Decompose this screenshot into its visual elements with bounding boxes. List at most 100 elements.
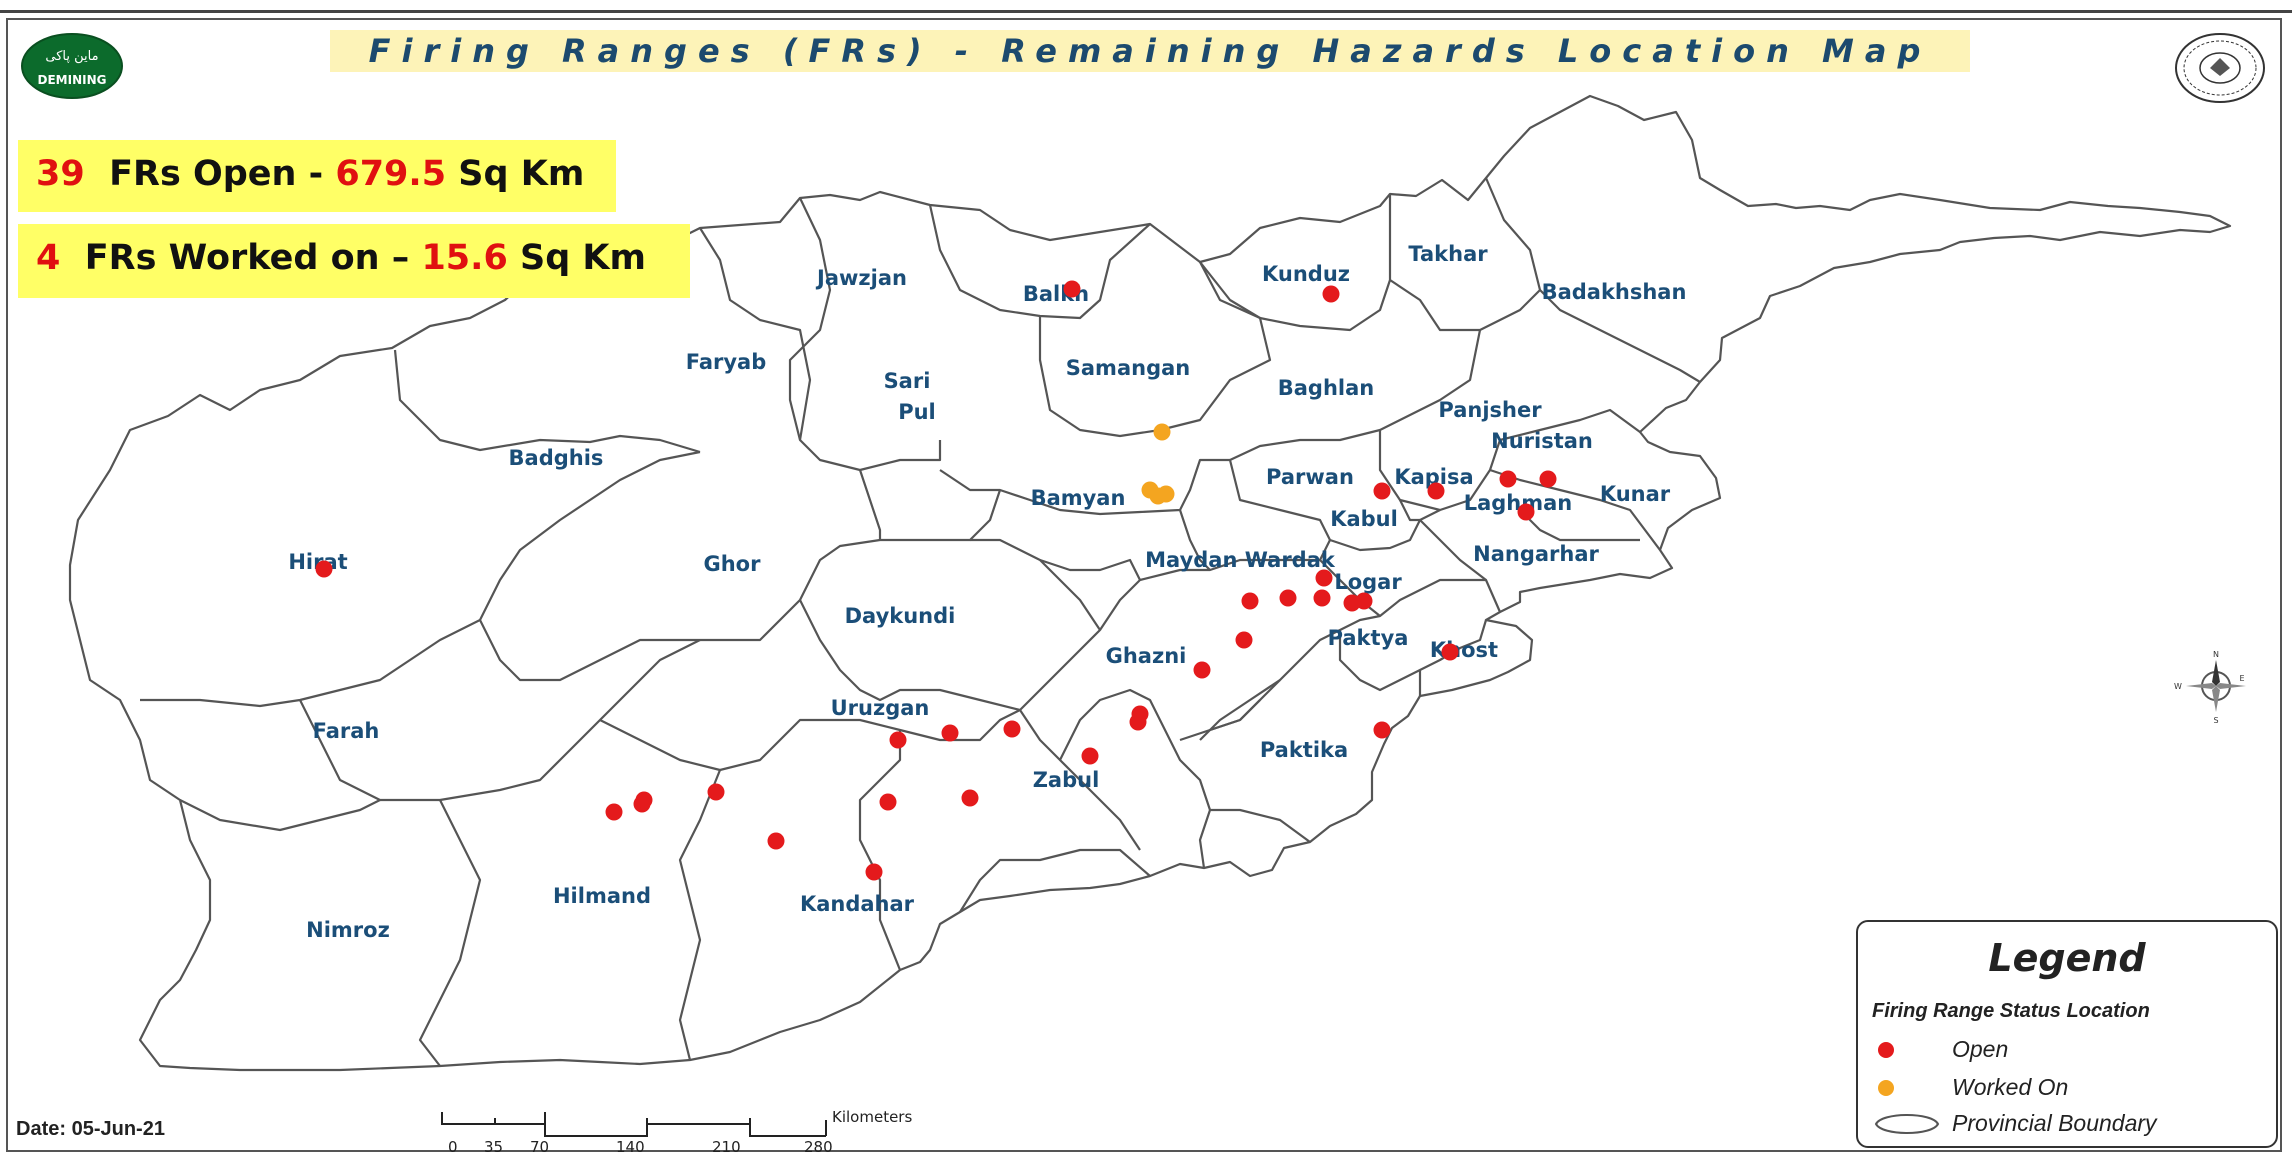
open-hazard-point-23[interactable] [605, 803, 623, 821]
logo-script-text: ماین پاکی [45, 49, 98, 64]
legend-open-label: Open [1952, 1036, 2009, 1062]
province-label-kandahar: Kandahar [800, 892, 915, 916]
open-hazard-point-31[interactable] [315, 560, 333, 578]
province-label-samangan: Samangan [1066, 356, 1190, 380]
worked-on-hazard-points [1141, 423, 1175, 505]
open-hazard-point-16[interactable] [1373, 721, 1391, 739]
open-hazard-point-3[interactable] [1499, 470, 1517, 488]
open-text: FRs Open - [109, 154, 324, 194]
open-unit: Sq Km [458, 154, 585, 194]
open-hazard-point-19[interactable] [941, 724, 959, 742]
open-hazard-point-4[interactable] [1539, 470, 1557, 488]
open-hazard-point-20[interactable] [1003, 720, 1021, 738]
province-label-ghazni: Ghazni [1106, 644, 1187, 668]
open-hazard-point-15[interactable] [1129, 713, 1147, 731]
open-hazard-point-28[interactable] [767, 832, 785, 850]
north-label: N [2213, 650, 2219, 659]
legend: Legend Firing Range Status Location Open… [1856, 920, 2278, 1148]
open-summary-box: 39 FRs Open - 679.5 Sq Km [18, 140, 616, 212]
province-label-ghor: Ghor [704, 552, 762, 576]
logo-demining-text: DEMINING [38, 73, 107, 87]
province-label-nangarhar: Nangarhar [1473, 542, 1599, 566]
province-label-sari: Sari [884, 369, 931, 393]
west-label: W [2174, 682, 2182, 691]
open-hazard-point-17[interactable] [1441, 643, 1459, 661]
province-label-jawzjan: Jawzjan [815, 266, 907, 290]
province-label-panjsher: Panjsher [1438, 398, 1542, 422]
province-label-daykundi: Daykundi [845, 604, 956, 628]
open-hazard-point-13[interactable] [1193, 661, 1211, 679]
open-hazard-point-18[interactable] [889, 731, 907, 749]
open-area: 679.5 [335, 154, 447, 194]
worked-text: FRs Worked on – [84, 238, 410, 278]
province-label-logar: Logar [1334, 570, 1402, 594]
open-hazard-point-9[interactable] [1313, 589, 1331, 607]
open-hazard-point-7[interactable] [1241, 592, 1259, 610]
worked-summary-box: 4 FRs Worked on – 15.6 Sq Km [18, 224, 690, 298]
province-label-hilmand: Hilmand [553, 884, 651, 908]
worked-area: 15.6 [421, 238, 508, 278]
province-label-zabul: Zabul [1033, 768, 1100, 792]
boundary-swatch-icon [1872, 1110, 1942, 1138]
worked-dot-icon [1872, 1074, 1942, 1102]
open-hazard-point-27[interactable] [961, 789, 979, 807]
east-label: E [2239, 674, 2244, 683]
province-label-bamyan: Bamyan [1031, 486, 1126, 510]
open-hazard-point-11[interactable] [1355, 592, 1373, 610]
legend-boundary-label: Provincial Boundary [1952, 1110, 2157, 1136]
open-hazard-point-21[interactable] [1081, 747, 1099, 765]
south-label: S [2213, 716, 2218, 724]
province-label-faryab: Faryab [686, 350, 767, 374]
legend-subtitle: Firing Range Status Location [1872, 1000, 2150, 1022]
open-hazard-point-5[interactable] [1517, 503, 1535, 521]
province-label-kunar: Kunar [1600, 482, 1671, 506]
legend-row-open: Open [1858, 1032, 2276, 1068]
province-boundaries [68, 94, 2232, 1072]
open-hazard-point-22[interactable] [707, 783, 725, 801]
open-hazard-point-8[interactable] [1279, 589, 1297, 607]
open-hazard-point-2[interactable] [1427, 482, 1445, 500]
province-label-badakhshan: Badakhshan [1542, 280, 1687, 304]
open-hazard-point-6[interactable] [1315, 569, 1333, 587]
scale-tick-0: 0 [448, 1138, 458, 1154]
scale-unit: Kilometers [832, 1108, 912, 1126]
province-label-parwan: Parwan [1266, 465, 1354, 489]
legend-title: Legend [1988, 936, 2146, 980]
province-label-uruzgan: Uruzgan [831, 696, 930, 720]
open-hazard-point-25[interactable] [635, 791, 653, 809]
open-hazard-points [315, 280, 1557, 881]
open-dot-icon [1872, 1036, 1942, 1064]
top-rule [0, 0, 2292, 13]
open-hazard-point-12[interactable] [1235, 631, 1253, 649]
map-frame [6, 18, 2282, 1152]
open-hazard-point-1[interactable] [1373, 482, 1391, 500]
open-hazard-point-0[interactable] [1322, 285, 1340, 303]
scale-tick-35: 35 [484, 1138, 503, 1154]
date-label: Date: 05-Jun-21 [16, 1118, 165, 1140]
north-arrow-icon: N S W E [2172, 648, 2260, 725]
province-labels: JawzjanBalkhKunduzTakharBadakhshanFaryab… [288, 242, 1686, 942]
province-label-khost: Khost [1430, 638, 1498, 662]
province-label-kabul: Kabul [1330, 507, 1398, 531]
map-title: Firing Ranges (FRs) - Remaining Hazards … [330, 30, 1970, 72]
open-hazard-point-30[interactable] [1063, 280, 1081, 298]
scale-tick-280: 280 [804, 1138, 833, 1154]
open-hazard-point-29[interactable] [865, 863, 883, 881]
worked-count: 4 [36, 238, 61, 278]
province-label-pul: Pul [898, 400, 936, 424]
open-hazard-point-26[interactable] [879, 793, 897, 811]
legend-row-boundary: Provincial Boundary [1858, 1106, 2276, 1142]
legend-row-worked: Worked On [1858, 1070, 2276, 1106]
open-count: 39 [36, 154, 85, 194]
ministry-seal-icon [2170, 30, 2270, 106]
worked-unit: Sq Km [519, 238, 647, 278]
province-label-kunduz: Kunduz [1262, 262, 1350, 286]
province-label-takhar: Takhar [1408, 242, 1488, 266]
worked-hazard-point-3[interactable] [1149, 487, 1167, 505]
province-label-maydan-wardak: Maydan Wardak [1145, 548, 1336, 572]
province-label-farah: Farah [313, 719, 380, 743]
province-label-baghlan: Baghlan [1278, 376, 1374, 400]
worked-hazard-point-0[interactable] [1153, 423, 1171, 441]
scale-tick-140: 140 [616, 1138, 645, 1154]
